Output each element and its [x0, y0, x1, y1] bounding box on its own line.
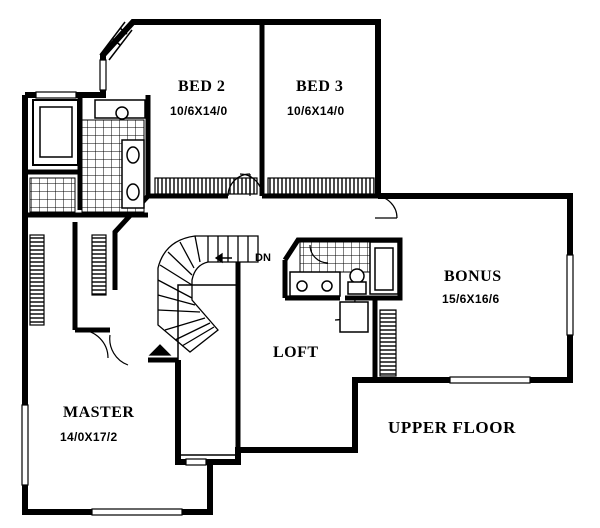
shower-tile — [29, 177, 76, 213]
staircase — [157, 235, 259, 353]
bath-fixtures — [94, 99, 146, 209]
bathtub — [32, 99, 79, 166]
room-name-bonus: BONUS — [444, 268, 502, 285]
loft-rail — [177, 284, 239, 456]
room-size-master: 14/0X17/2 — [60, 430, 118, 444]
stair-down-label: DN — [255, 252, 271, 264]
room-size-bed3: 10/6X14/0 — [287, 104, 345, 118]
room-name-bed3: BED 3 — [296, 78, 344, 95]
floor-label: UPPER FLOOR — [388, 418, 516, 437]
windows — [21, 59, 574, 516]
room-size-bonus: 15/6X16/6 — [442, 292, 500, 306]
closets — [29, 177, 397, 377]
room-name-loft: LOFT — [273, 344, 319, 361]
room-name-master: MASTER — [63, 404, 135, 421]
bath2-fixtures — [289, 241, 399, 297]
room-name-bed2: BED 2 — [178, 78, 226, 95]
room-size-bed2: 10/6X14/0 — [170, 104, 228, 118]
bonus-nook — [339, 301, 369, 333]
bay-window — [99, 21, 133, 61]
